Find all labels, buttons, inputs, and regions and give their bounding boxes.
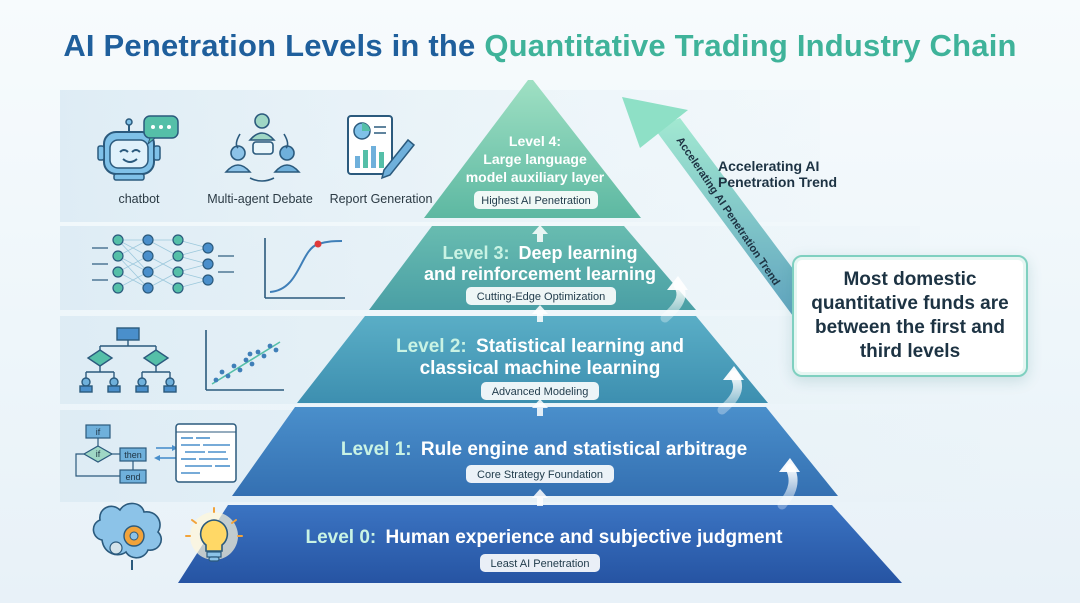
level-0-line1: Human experience and subjective judgment — [386, 527, 784, 548]
level-2-tag-pill — [481, 382, 599, 400]
tier-level-2 — [297, 316, 768, 403]
multi-agent-debate-label: Multi-agent Debate — [207, 192, 313, 206]
level-0-tag-pill — [480, 554, 600, 572]
tier-level-0 — [178, 505, 902, 583]
arrow-head-icon — [723, 366, 744, 380]
chatbot-label: chatbot — [118, 192, 160, 206]
tier-level-4 — [424, 80, 641, 218]
level-3-number: Level 3: — [442, 243, 509, 263]
arrow-head-icon — [667, 276, 688, 290]
level-3-tag: Cutting-Edge Optimization — [477, 291, 605, 303]
level-4-line1: Large language — [483, 151, 587, 167]
flowchart-icon: if if then end — [75, 424, 178, 484]
chatbot-icon — [97, 115, 179, 181]
level-2-line1-group: Level 2: Statistical learning and — [396, 336, 684, 357]
level-1-text: Level 1: Rule engine and statistical arb… — [341, 439, 747, 483]
scatter-plot-icon — [205, 330, 284, 391]
level-4-number: Level 4: — [509, 133, 561, 149]
report-generation-label: Report Generation — [330, 192, 433, 206]
level-2-line2: classical machine learning — [420, 358, 661, 379]
level-0-text: Level 0: Human experience and subjective… — [305, 527, 783, 572]
level-3-tag-pill — [466, 287, 616, 305]
report-generation-icon — [347, 115, 416, 180]
level-3-line1: Deep learning — [519, 243, 638, 263]
callout-text: Most domestic quantitative funds are bet… — [811, 269, 1009, 362]
callout-box: Most domestic quantitative funds are bet… — [792, 255, 1028, 377]
light-bulb-icon — [185, 507, 243, 562]
level-3-line1-group: Level 3: Deep learning — [442, 243, 637, 263]
level-4-text: Level 4: Large language model auxiliary … — [466, 133, 605, 209]
flowchart-if-2: if — [96, 449, 101, 459]
level-0-tag: Least AI Penetration — [490, 558, 589, 570]
level-1-number: Level 1: — [341, 439, 412, 460]
title-part-1: AI Penetration Levels in the — [63, 28, 476, 63]
trend-label-line1: Accelerating AI — [718, 158, 820, 174]
decision-tree-icon — [79, 327, 177, 393]
level-1-line-group: Level 1: Rule engine and statistical arb… — [341, 439, 747, 460]
title-part-2: Quantitative Trading Industry Chain — [484, 28, 1017, 63]
flowchart-if-1: if — [96, 427, 101, 437]
curved-arrow-heads — [667, 276, 800, 472]
level-2-text: Level 2: Statistical learning and classi… — [396, 336, 684, 400]
level-4-tag: Highest AI Penetration — [481, 195, 590, 207]
trend-arrow-head-icon — [622, 97, 688, 148]
flowchart-end: end — [125, 472, 140, 482]
level-2-line1: Statistical learning and — [476, 336, 684, 357]
trend-label-line2: Penetration Trend — [718, 174, 838, 190]
arrow-head-icon — [779, 458, 800, 472]
level-3-text: Level 3: Deep learning and reinforcement… — [424, 243, 656, 305]
level-2-tag: Advanced Modeling — [492, 386, 589, 398]
level-1-tag: Core Strategy Foundation — [477, 469, 603, 481]
level-3-line2: and reinforcement learning — [424, 264, 656, 284]
center-up-arrows — [532, 225, 548, 506]
level-4-line2: model auxiliary layer — [466, 169, 605, 185]
level-4-tag-pill — [474, 191, 598, 209]
code-window-icon — [175, 423, 237, 483]
level-0-number: Level 0: — [305, 527, 376, 548]
flowchart-then: then — [124, 450, 142, 460]
up-arrow-icon — [532, 225, 548, 242]
up-arrow-icon — [532, 399, 548, 416]
learning-curve-icon — [264, 238, 345, 299]
multi-agent-debate-icon — [224, 113, 301, 182]
page-title: AI Penetration Levels in the Quantitativ… — [0, 28, 1080, 64]
brain-gear-icon — [92, 502, 163, 570]
up-arrow-icon — [532, 305, 548, 322]
trend-label: Accelerating AI Penetration Trend — [718, 158, 837, 190]
neural-network-icon — [92, 234, 234, 294]
up-arrow-icon — [532, 489, 548, 506]
tier-level-1 — [232, 407, 838, 496]
level-0-line-group: Level 0: Human experience and subjective… — [305, 527, 783, 548]
level-1-line1: Rule engine and statistical arbitrage — [421, 439, 747, 460]
level-2-number: Level 2: — [396, 336, 467, 357]
level-1-tag-pill — [466, 465, 614, 483]
